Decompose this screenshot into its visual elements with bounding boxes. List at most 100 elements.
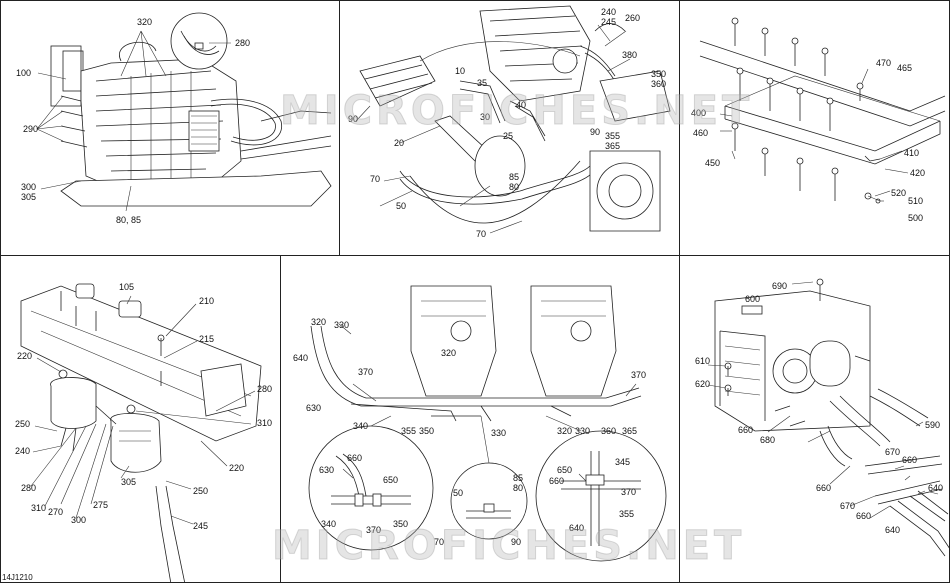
callout-label: 470: [876, 58, 892, 68]
callout-label: 340: [321, 519, 337, 529]
callout-label: 240: [15, 446, 31, 456]
callout-label: 240: [601, 7, 617, 17]
callout-label: 640: [885, 525, 901, 535]
callout-label: 310: [257, 418, 273, 428]
callout-label: 245: [601, 17, 617, 27]
callout-label: 275: [93, 500, 109, 510]
callout-label: 355: [605, 131, 621, 141]
panel-engine-hoses: 320 280 100 290 300 305 80, 85: [0, 0, 340, 256]
callout-label: 220: [17, 351, 33, 361]
callout-label: 40: [516, 100, 527, 110]
lower-hoses-illustration: [308, 285, 667, 562]
callout-label: 630: [306, 403, 322, 413]
plate-illustration: [699, 17, 946, 204]
callout-label: 280: [235, 38, 251, 48]
callout-label: 260: [625, 13, 641, 23]
callout-label: 670: [840, 501, 856, 511]
callout-label: 330: [491, 428, 507, 438]
callout-label: 50: [396, 201, 407, 211]
callout-label: 630: [319, 465, 335, 475]
callout-label: 70: [434, 537, 445, 547]
callout-label: 370: [358, 367, 374, 377]
callout-label: 80, 85: [116, 215, 142, 225]
callout-label: 370: [631, 370, 647, 380]
callout-label: 305: [121, 477, 137, 487]
callout-label: 365: [622, 426, 638, 436]
callout-label: 350: [651, 69, 667, 79]
callout-label: 465: [897, 63, 913, 73]
callout-label: 355: [401, 426, 417, 436]
callout-label: 215: [199, 334, 215, 344]
callout-label: 640: [293, 353, 309, 363]
callout-label: 70: [370, 174, 381, 184]
callout-label: 320: [557, 426, 573, 436]
callout-label: 245: [193, 521, 209, 531]
callout-label: 345: [615, 457, 631, 467]
callout-label: 50: [453, 488, 464, 498]
callout-label: 660: [856, 511, 872, 521]
callout-label: 300: [71, 515, 87, 525]
fastener-column-group: [731, 17, 839, 201]
callout-label: 370: [366, 525, 382, 535]
panel-mounting-plate: 470 465 400 460 450 410 420 520 510 500: [679, 0, 950, 256]
callout-label: 280: [21, 483, 37, 493]
callout-label: 660: [816, 483, 832, 493]
panel-lower-hoses-detail: 320 330 640 370 320 630 340 355 350 330 …: [280, 255, 680, 583]
callout-label: 450: [705, 158, 721, 168]
callout-label: 360: [651, 79, 667, 89]
callout-label: 80: [513, 483, 524, 493]
callout-label: 80: [509, 182, 520, 192]
callout-label: 400: [691, 108, 707, 118]
callout-label: 35: [477, 78, 488, 88]
callout-label: 280: [257, 384, 273, 394]
callout-label: 510: [908, 196, 924, 206]
callout-label: 520: [891, 188, 907, 198]
callout-label: 600: [745, 294, 761, 304]
callout-label: 90: [511, 537, 522, 547]
reservoir-illustration: [20, 283, 262, 582]
callout-label: 620: [695, 379, 711, 389]
callout-label: 320: [137, 17, 153, 27]
callout-label: 250: [193, 486, 209, 496]
callout-label: 670: [885, 447, 901, 457]
callout-label: 300: [21, 182, 37, 192]
callout-label: 660: [738, 425, 754, 435]
callout-label: 310: [31, 503, 47, 513]
callout-label: 90: [590, 127, 601, 137]
figure-reference: 14J1210: [2, 573, 33, 582]
heater-illustration: [707, 278, 949, 557]
callout-label: 70: [476, 229, 487, 239]
callout-label: 330: [334, 320, 350, 330]
callout-label: 250: [15, 419, 31, 429]
callout-label: 660: [902, 455, 918, 465]
callout-label: 220: [229, 463, 245, 473]
callout-label: 365: [605, 141, 621, 151]
callout-label: 350: [419, 426, 435, 436]
callout-label: 90: [348, 114, 359, 124]
callout-label: 590: [925, 420, 941, 430]
callout-label: 650: [557, 465, 573, 475]
callout-label: 650: [383, 475, 399, 485]
callout-label: 100: [16, 68, 32, 78]
callout-label: 85: [513, 473, 524, 483]
callout-label: 290: [23, 124, 39, 134]
callout-label: 680: [760, 435, 776, 445]
callout-label: 340: [353, 421, 369, 431]
callout-label: 25: [503, 131, 514, 141]
callout-label: 320: [441, 348, 457, 358]
callout-label: 460: [693, 128, 709, 138]
callout-label: 380: [622, 50, 638, 60]
callout-label: 610: [695, 356, 711, 366]
engine-illustration: [36, 12, 332, 212]
callout-label: 305: [21, 192, 37, 202]
callout-label: 320: [311, 317, 327, 327]
callout-label: 640: [928, 483, 944, 493]
callout-label: 105: [119, 282, 135, 292]
callout-label: 85: [509, 172, 520, 182]
callout-label: 20: [394, 138, 405, 148]
callout-label: 270: [48, 507, 64, 517]
panel-coolant-reservoir: 105 210 215 220 280 310 250 240 220 280 …: [0, 255, 281, 583]
callout-label: 690: [772, 281, 788, 291]
callout-label: 660: [347, 453, 363, 463]
